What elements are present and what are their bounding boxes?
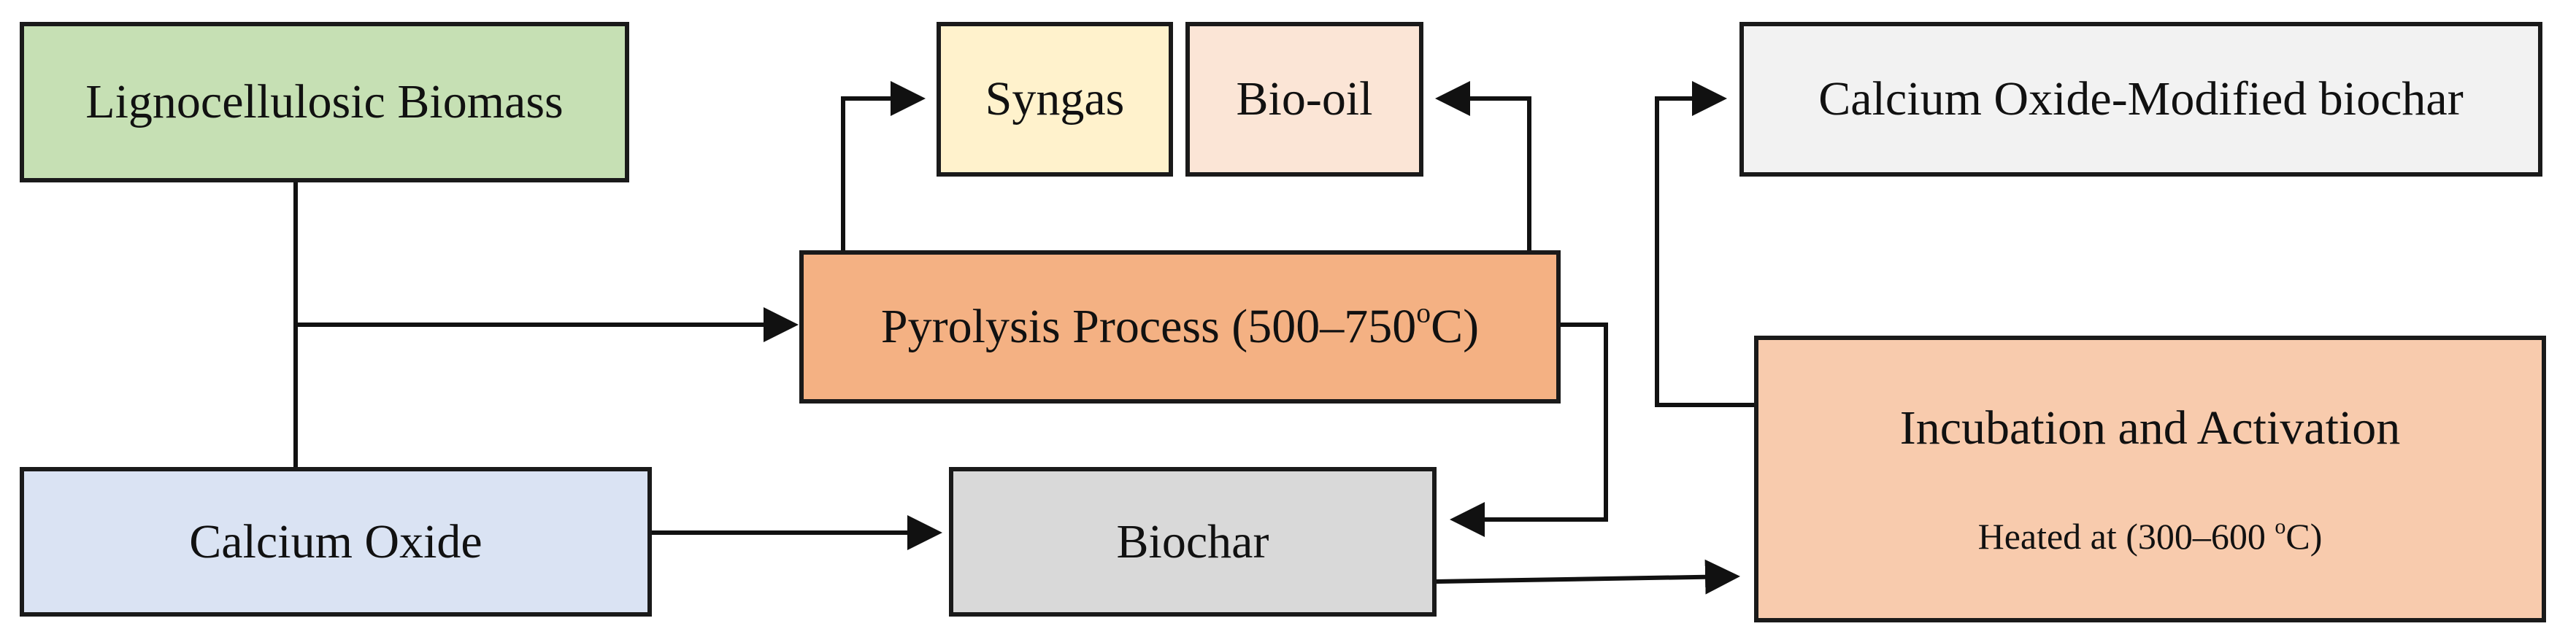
pyrolysis-to-biochar-arrow [1450,323,1608,537]
syngas-label: Syngas [985,72,1125,126]
biooil-label: Bio-oil [1236,72,1373,126]
pyrolysis-label: Pyrolysis Process (500‒750oC) [880,296,1480,354]
modified-biochar-label: Calcium Oxide-Modified biochar [1818,72,2464,126]
incubation-node: Incubation and Activation Heated at (300… [1754,336,2546,622]
biochar-to-incubation-arrow [1436,559,1740,595]
pyrolysis-node: Pyrolysis Process (500‒750oC) [799,250,1561,404]
syngas-node: Syngas [937,22,1173,177]
incubation-to-modified-arrow [1655,81,1754,407]
incubation-detail: Heated at (300‒600 oC) [1977,514,2323,557]
modified-biochar-node: Calcium Oxide-Modified biochar [1739,22,2542,177]
biooil-node: Bio-oil [1185,22,1423,177]
pyrolysis-to-biooil-arrow [1435,81,1531,250]
biochar-label: Biochar [1116,514,1269,568]
pyrolysis-to-syngas-arrow [841,81,926,250]
biomass-label: Lignocellulosic Biomass [85,75,564,129]
incubation-title: Incubation and Activation [1899,401,2401,455]
calcium-oxide-label: Calcium Oxide [189,514,482,568]
biochar-node: Biochar [949,467,1437,617]
biomass-node: Lignocellulosic Biomass [20,22,629,182]
calcium-oxide-node: Calcium Oxide [20,467,652,617]
